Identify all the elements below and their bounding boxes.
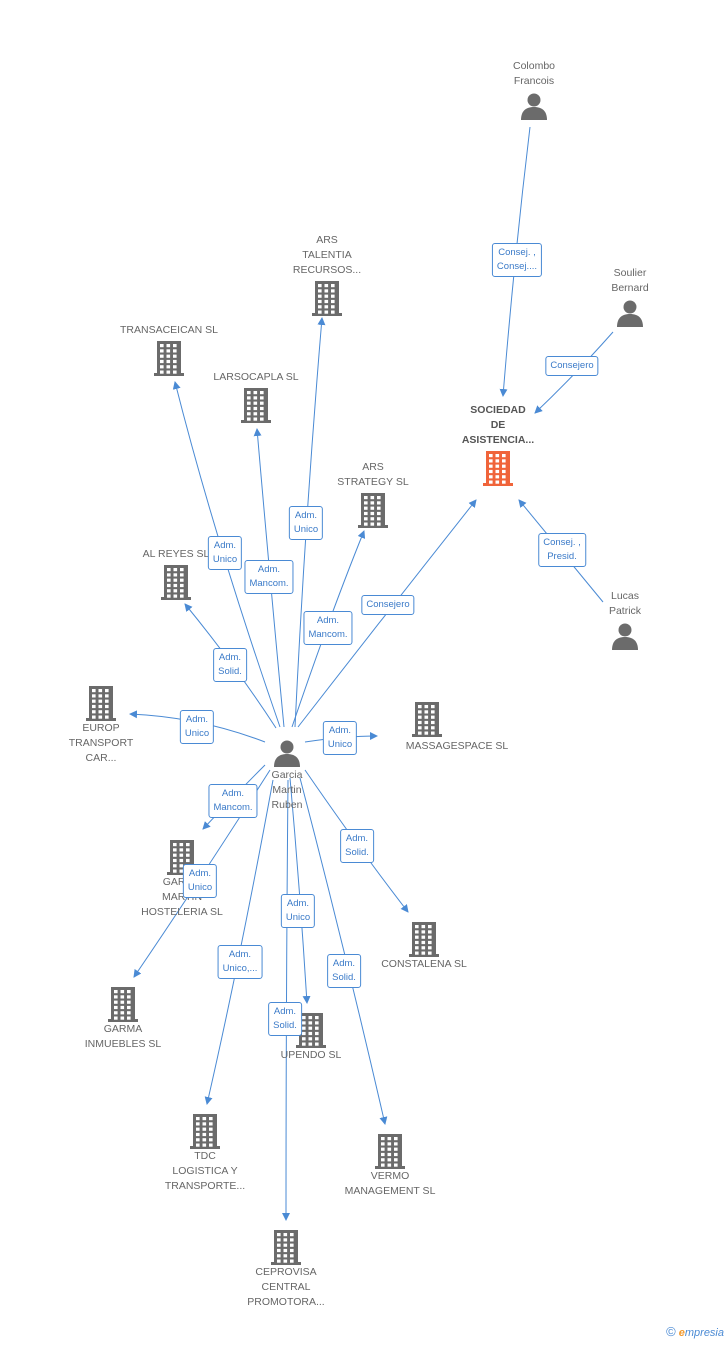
edge-garcia-to-vermo (299, 777, 388, 1125)
node-massagespace[interactable]: MASSAGESPACE SL (406, 701, 612, 752)
node-al_reyes[interactable]: AL REYES SL (111, 547, 241, 600)
node-lucas[interactable]: Lucas Patrick (560, 589, 690, 651)
node-label-ars_talentia: ARS TALENTIA RECURSOS... (292, 234, 362, 276)
building-icon[interactable] (111, 564, 241, 600)
edge-label-garcia-to-ars_talentia[interactable]: Adm. Unico (288, 506, 324, 540)
edge-label-garcia-to-larsocapla[interactable]: Adm. Mancom. (244, 560, 294, 594)
node-label-garma_inmuebles: GARMA INMUEBLES SL (84, 1023, 162, 1050)
brand-e: e (678, 1327, 685, 1339)
node-soulier[interactable]: Soulier Bernard (565, 266, 695, 328)
node-ars_talentia[interactable]: ARS TALENTIA RECURSOS... (262, 233, 392, 316)
edge-label-garcia-to-garma_inmuebles[interactable]: Adm. Unico (182, 864, 218, 898)
person-icon[interactable] (222, 738, 352, 768)
edge-label-garcia-to-upendo[interactable]: Adm. Unico (280, 894, 316, 928)
building-icon[interactable] (433, 450, 563, 486)
node-constalena[interactable]: CONSTALENA SL (359, 921, 489, 972)
node-label-larsocapla: LARSOCAPLA SL (213, 371, 299, 383)
node-garma_inmuebles[interactable]: GARMA INMUEBLES SL (58, 986, 188, 1052)
node-sociedad[interactable]: SOCIEDAD DE ASISTENCIA... (433, 403, 563, 486)
edge-label-garcia-to-tdc[interactable]: Adm. Unico,... (217, 945, 263, 979)
node-label-garma_hosteleria: GARMA MARTIN HOSTELERIA SL (141, 876, 223, 918)
edge-label-garcia-to-ars_strategy[interactable]: Adm. Mancom. (303, 611, 353, 645)
building-icon[interactable] (262, 280, 392, 316)
node-label-massagespace: MASSAGESPACE SL (405, 740, 509, 752)
person-icon[interactable] (565, 298, 695, 328)
edge-label-garcia-to-al_reyes[interactable]: Adm. Solid. (213, 648, 247, 682)
node-label-ceprovisa: CEPROVISA CENTRAL PROMOTORA... (247, 1266, 325, 1308)
node-label-tdc: TDC LOGISTICA Y TRANSPORTE... (164, 1150, 246, 1192)
building-icon[interactable] (36, 685, 166, 721)
node-tdc[interactable]: TDC LOGISTICA Y TRANSPORTE... (140, 1113, 270, 1194)
node-upendo[interactable]: UPENDO SL (246, 1012, 376, 1063)
person-icon[interactable] (469, 91, 599, 121)
building-icon[interactable] (325, 1133, 455, 1169)
edge-garcia-to-upendo (289, 777, 311, 1004)
node-transaceican[interactable]: TRANSACEICAN SL (104, 323, 234, 376)
node-label-lucas: Lucas Patrick (608, 590, 642, 617)
building-icon[interactable] (359, 921, 489, 957)
edge-label-garcia-to-europ[interactable]: Adm. Unico (179, 710, 215, 744)
edge-garcia-to-ceprovisa (282, 779, 291, 1221)
edge-label-colombo-to-sociedad[interactable]: Consej. , Consej.... (491, 243, 543, 277)
node-label-sociedad: SOCIEDAD DE ASISTENCIA... (461, 404, 535, 446)
edge-label-garcia-to-garma_hosteleria[interactable]: Adm. Mancom. (208, 784, 258, 818)
building-icon[interactable] (308, 492, 438, 528)
node-colombo[interactable]: Colombo Francois (469, 59, 599, 121)
brand-logo: ©empresia (666, 1324, 724, 1339)
building-icon[interactable] (246, 1012, 376, 1048)
edge-label-garcia-to-vermo[interactable]: Adm. Solid. (327, 954, 361, 988)
edge-label-garcia-to-constalena[interactable]: Adm. Solid. (340, 829, 374, 863)
node-label-garcia: Garcia Martin Ruben (271, 769, 303, 811)
node-label-constalena: CONSTALENA SL (381, 958, 467, 970)
copyright-icon: © (666, 1324, 676, 1339)
node-label-upendo: UPENDO SL (280, 1049, 342, 1061)
node-label-al_reyes: AL REYES SL (142, 548, 210, 560)
brand-name: mpresia (684, 1327, 724, 1339)
node-label-europ: EUROP TRANSPORT CAR... (68, 722, 134, 764)
edge-label-lucas-to-sociedad[interactable]: Consej. , Presid. (538, 533, 586, 567)
node-label-soulier: Soulier Bernard (611, 267, 649, 294)
building-icon[interactable] (104, 340, 234, 376)
edge-label-soulier-to-sociedad[interactable]: Consejero (545, 356, 599, 376)
building-icon[interactable] (412, 701, 612, 737)
edge-label-garcia-to-massagespace[interactable]: Adm. Unico (322, 721, 358, 755)
node-label-colombo: Colombo Francois (512, 60, 556, 87)
node-europ[interactable]: EUROP TRANSPORT CAR... (36, 685, 166, 766)
node-larsocapla[interactable]: LARSOCAPLA SL (191, 370, 321, 423)
edge-label-garcia-to-transaceican[interactable]: Adm. Unico (207, 536, 243, 570)
building-icon[interactable] (191, 387, 321, 423)
node-garcia[interactable]: Garcia Martin Ruben (222, 738, 352, 813)
edge-label-garcia-to-ceprovisa[interactable]: Adm. Solid. (268, 1002, 302, 1036)
building-icon[interactable] (140, 1113, 270, 1149)
node-label-ars_strategy: ARS STRATEGY SL (337, 461, 409, 488)
node-label-vermo: VERMO MANAGEMENT SL (344, 1170, 436, 1197)
node-ceprovisa[interactable]: CEPROVISA CENTRAL PROMOTORA... (221, 1229, 351, 1310)
node-label-transaceican: TRANSACEICAN SL (119, 324, 219, 336)
person-icon[interactable] (560, 621, 690, 651)
building-icon[interactable] (221, 1229, 351, 1265)
edge-label-garcia-to-sociedad[interactable]: Consejero (361, 595, 415, 615)
node-vermo[interactable]: VERMO MANAGEMENT SL (325, 1133, 455, 1199)
node-ars_strategy[interactable]: ARS STRATEGY SL (308, 460, 438, 528)
node-garma_hosteleria[interactable]: GARMA MARTIN HOSTELERIA SL (117, 839, 247, 920)
building-icon[interactable] (58, 986, 188, 1022)
